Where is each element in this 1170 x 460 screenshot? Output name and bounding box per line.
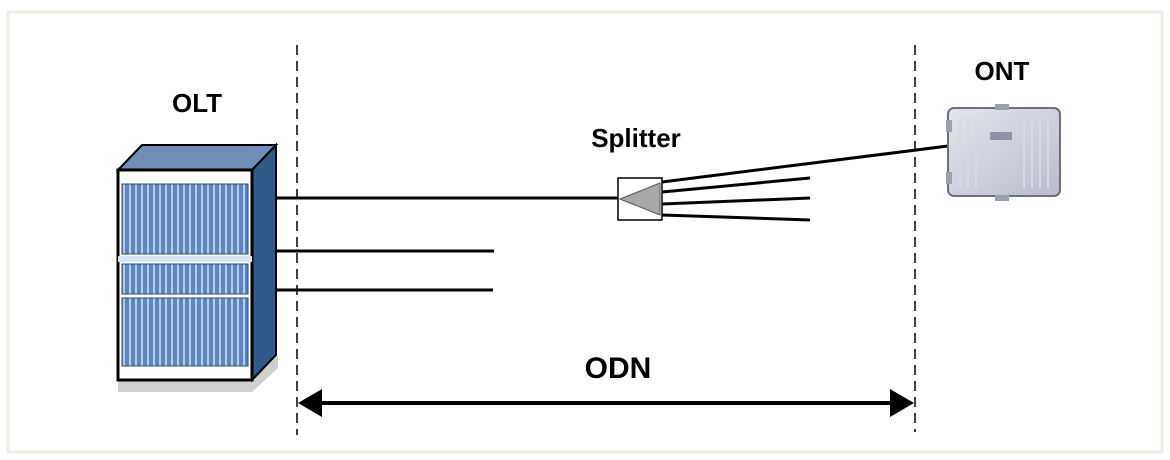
olt-rack-icon <box>115 142 279 392</box>
frame-border <box>6 10 1164 454</box>
odn-arrowhead-left <box>298 389 322 417</box>
ont-device-icon <box>946 104 1061 201</box>
olt-label: OLT <box>172 88 222 118</box>
fiber-splitter-out-3 <box>661 196 811 206</box>
fiber-splitter-out-2 <box>661 176 811 194</box>
ont-label: ONT <box>975 56 1030 86</box>
odn-label: ODN <box>585 352 652 385</box>
odn-arrowhead-right <box>890 389 914 417</box>
fiber-splitter-out-4 <box>661 213 811 222</box>
splitter-icon <box>617 177 663 221</box>
splitter-label: Splitter <box>591 123 681 153</box>
fiber-splitter-to-ont <box>661 144 949 184</box>
